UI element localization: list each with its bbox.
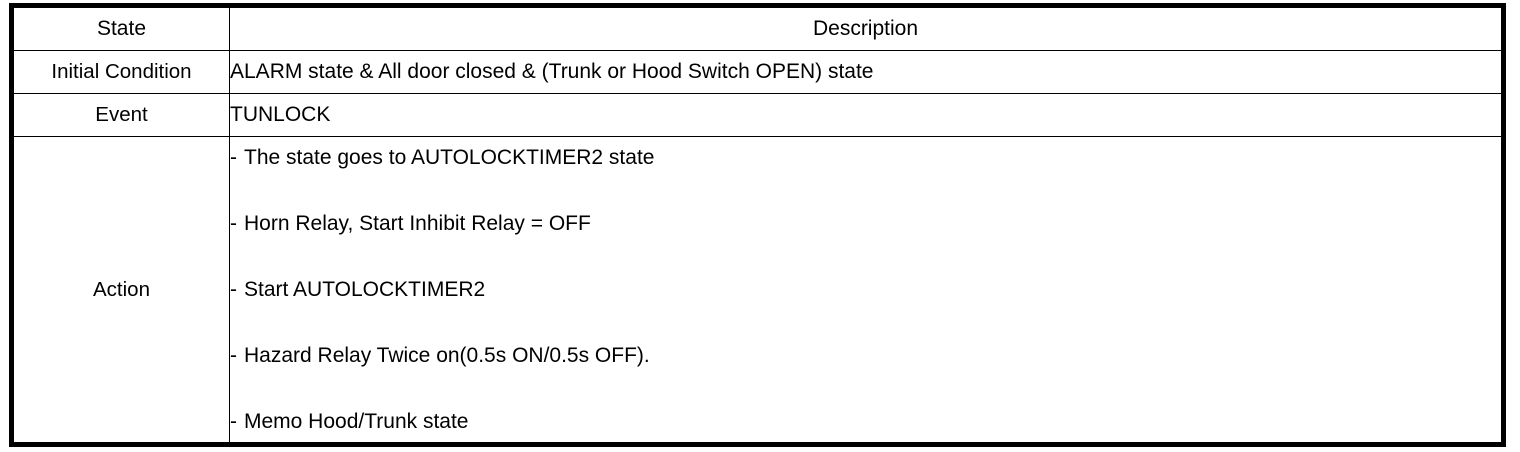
action-line-text: Memo Hood/Trunk state	[244, 409, 469, 433]
action-line-text: Hazard Relay Twice on(0.5s ON/0.5s OFF).	[244, 343, 650, 367]
action-bullet-dash: -	[230, 145, 237, 169]
column-header-description: Description	[229, 7, 1502, 51]
row-label-initial-condition: Initial Condition	[13, 50, 230, 94]
row-value-initial-condition: ALARM state & All door closed & (Trunk o…	[229, 50, 1502, 94]
row-label-event: Event	[13, 93, 230, 137]
column-header-state: State	[13, 7, 230, 51]
row-value-event: TUNLOCK	[229, 93, 1502, 137]
table-grid: State Description Initial Condition ALAR…	[13, 7, 1502, 443]
row-value-action: -The state goes to AUTOLOCKTIMER2 state …	[229, 136, 1502, 443]
state-description-table: State Description Initial Condition ALAR…	[9, 3, 1506, 447]
action-line-item: -Hazard Relay Twice on(0.5s ON/0.5s OFF)…	[230, 343, 1501, 409]
table-row-initial-condition: Initial Condition ALARM state & All door…	[13, 50, 1502, 94]
action-line-list: -The state goes to AUTOLOCKTIMER2 state …	[230, 145, 1501, 435]
action-line-item: -Horn Relay, Start Inhibit Relay = OFF	[230, 211, 1501, 277]
action-bullet-dash: -	[230, 277, 237, 301]
action-bullet-dash: -	[230, 343, 237, 367]
table-row-event: Event TUNLOCK	[13, 93, 1502, 137]
table-header-row: State Description	[13, 7, 1502, 51]
action-line-item: -The state goes to AUTOLOCKTIMER2 state	[230, 145, 1501, 211]
action-bullet-dash: -	[230, 211, 237, 235]
action-line-text: Horn Relay, Start Inhibit Relay = OFF	[244, 211, 591, 235]
action-line-text: The state goes to AUTOLOCKTIMER2 state	[244, 145, 655, 169]
action-line-item: -Start AUTOLOCKTIMER2	[230, 277, 1501, 343]
action-line-text: Start AUTOLOCKTIMER2	[244, 277, 486, 301]
table-row-action: Action -The state goes to AUTOLOCKTIMER2…	[13, 136, 1502, 443]
action-line-item: -Memo Hood/Trunk state	[230, 409, 1501, 435]
action-bullet-dash: -	[230, 409, 237, 433]
row-label-action: Action	[13, 136, 230, 443]
